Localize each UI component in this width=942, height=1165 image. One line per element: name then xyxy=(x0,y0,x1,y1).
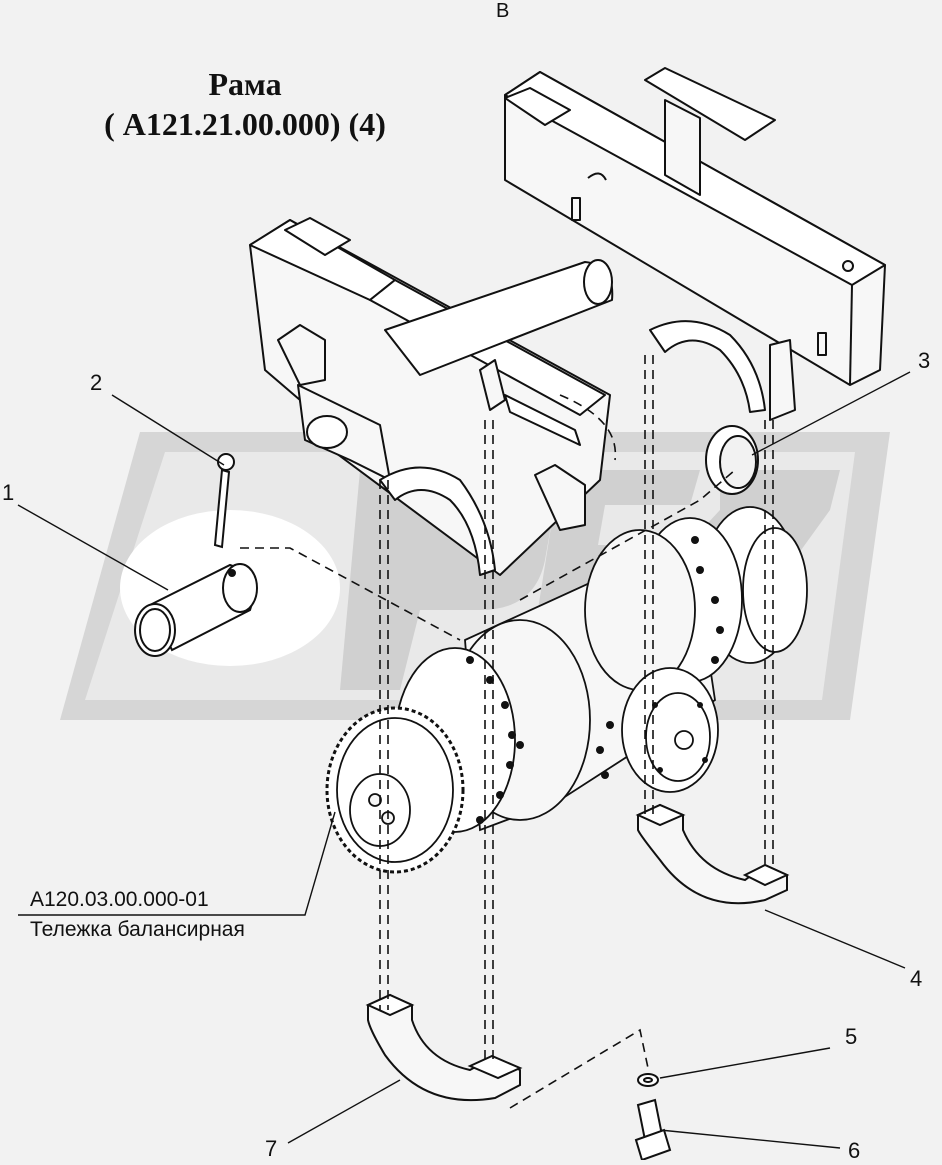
callout-7: 7 xyxy=(265,1136,278,1161)
part-4-bearing-cap xyxy=(635,803,790,905)
callout-2: 2 xyxy=(90,370,103,395)
part-6-bolt xyxy=(634,1098,672,1162)
callout-6: 6 xyxy=(848,1138,861,1163)
callout-3: 3 xyxy=(918,348,931,373)
part-1-pin xyxy=(134,563,258,657)
frame-assembly xyxy=(249,67,886,576)
title-line-2: ( А121.21.00.000) (4) xyxy=(104,106,386,142)
part-5-washer xyxy=(637,1073,659,1087)
assembly-name: Тележка балансирная xyxy=(30,918,245,941)
part-7-bearing-cap xyxy=(365,993,523,1102)
view-label: В xyxy=(496,0,510,22)
assembly-lines xyxy=(240,355,774,1109)
leader-lines xyxy=(17,371,911,1149)
title-line-1: Рама xyxy=(208,66,282,102)
part-3-ring xyxy=(705,425,759,495)
assembly-code: А120.03.00.000-01 xyxy=(30,888,209,911)
callout-5: 5 xyxy=(845,1024,858,1049)
part-2-cotter-pin xyxy=(213,453,235,549)
callout-1: 1 xyxy=(2,480,15,505)
callout-4: 4 xyxy=(910,966,923,991)
